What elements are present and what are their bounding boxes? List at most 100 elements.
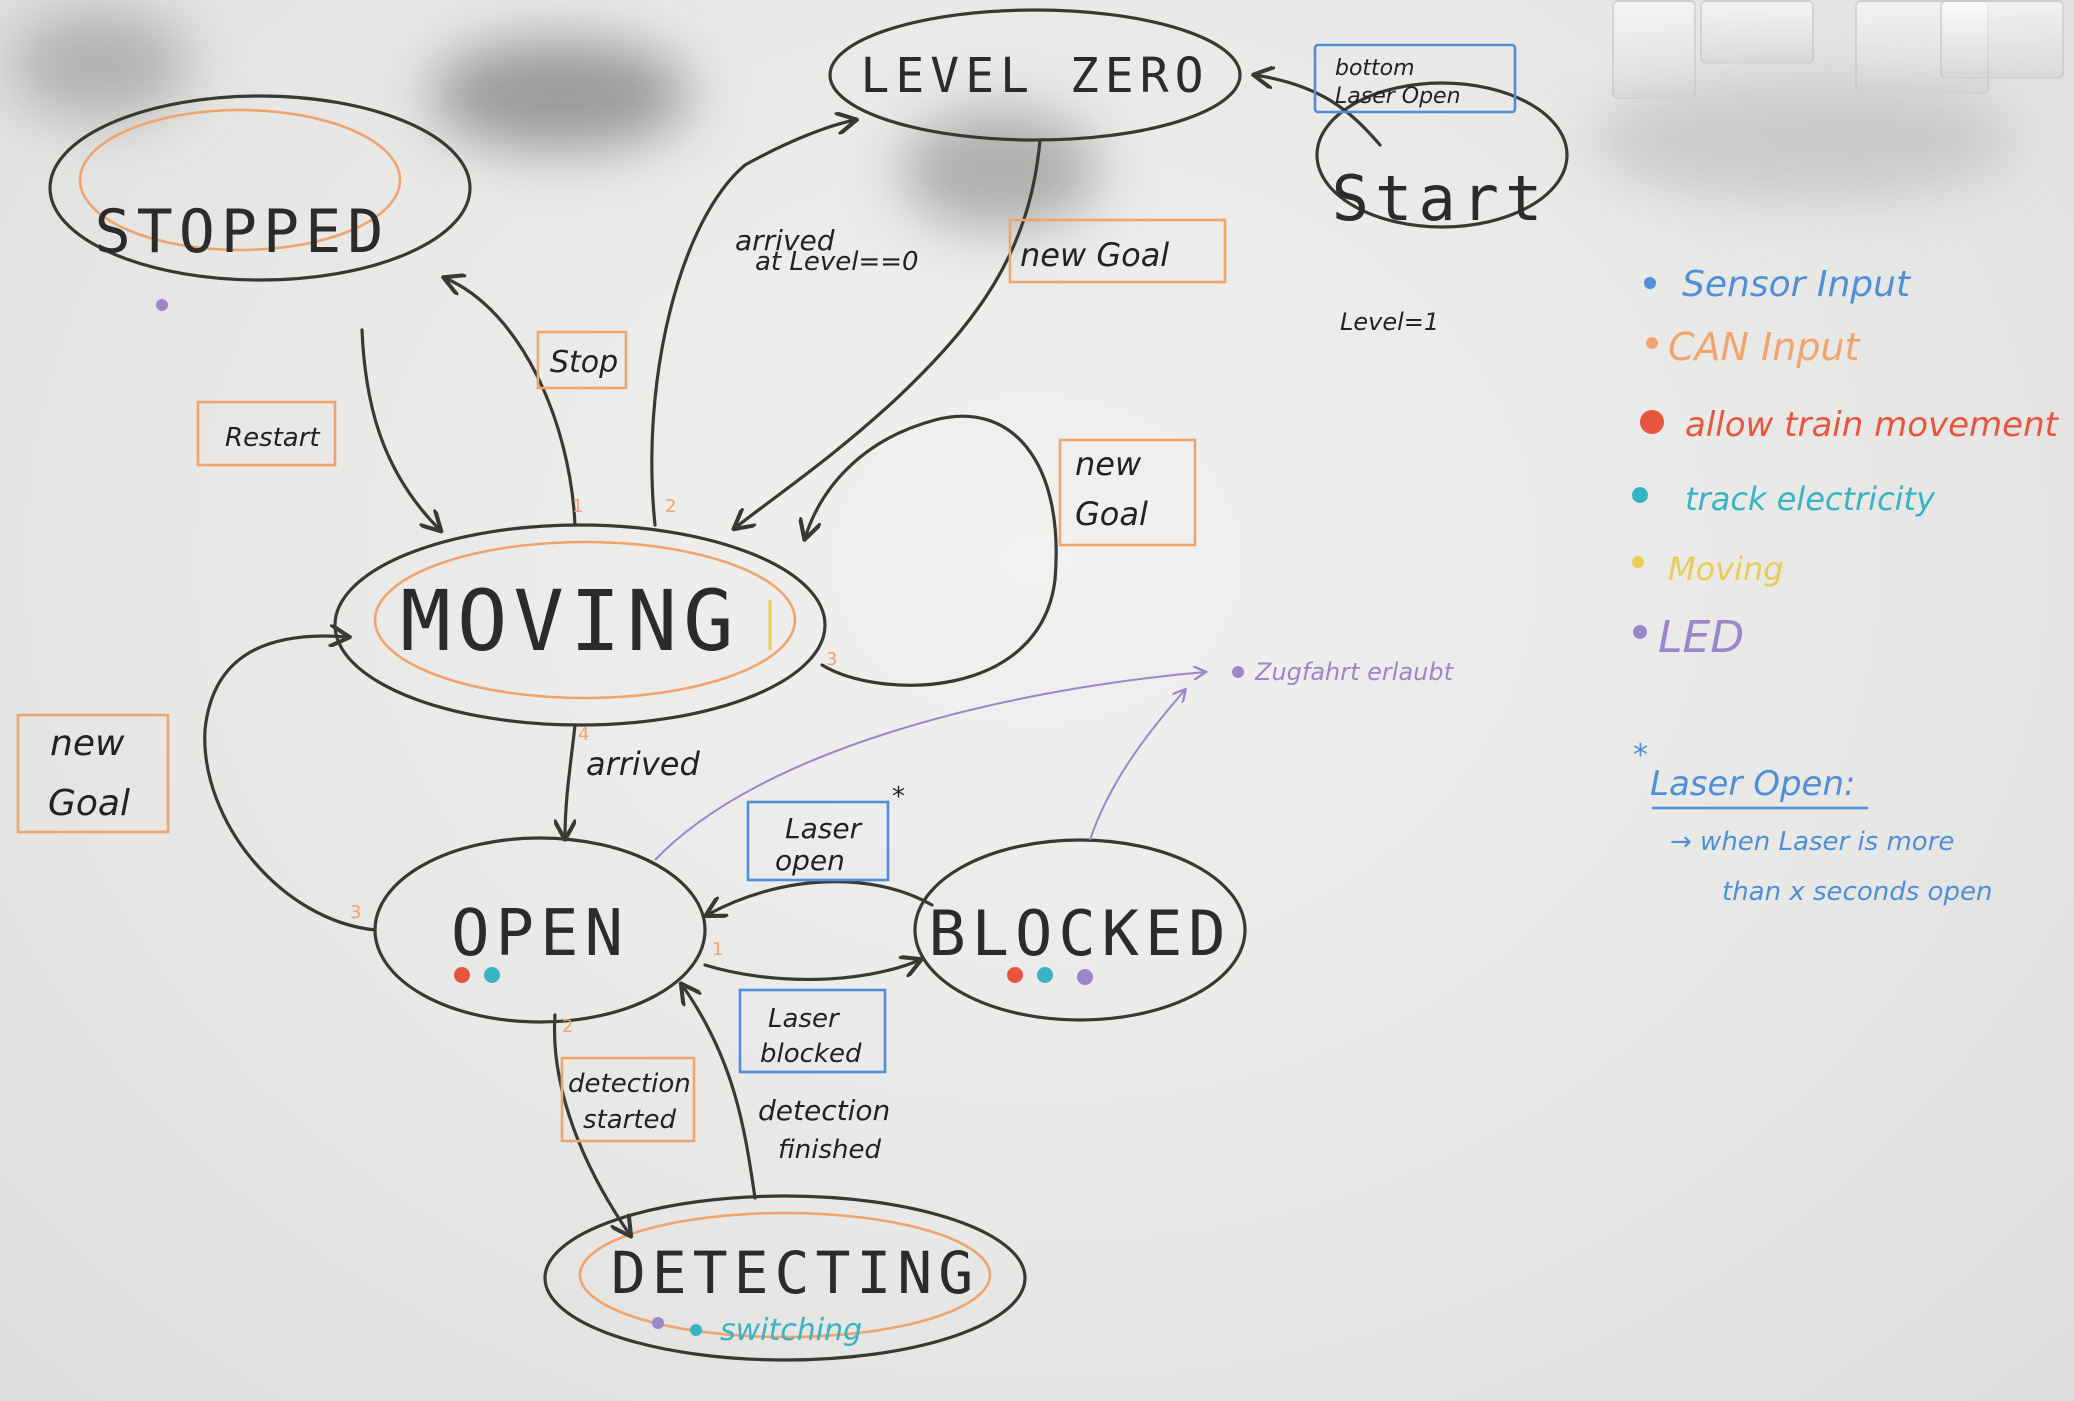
legend-allow: allow train movement bbox=[1685, 405, 2060, 445]
track-electricity-dot bbox=[1037, 967, 1053, 983]
state-moving-label: MOVING bbox=[400, 572, 739, 670]
new-goal-self-label-1: new bbox=[1075, 445, 1142, 483]
label-box bbox=[738, 988, 887, 1074]
edge-stopped-to-moving bbox=[360, 328, 440, 530]
bottom-laser-open-label-1: bottom bbox=[1335, 56, 1415, 81]
state-stopped-label: STOPPED bbox=[95, 197, 390, 267]
legend-dot-moving bbox=[1632, 556, 1644, 568]
label-box bbox=[16, 713, 170, 834]
transition-number: 1 bbox=[572, 496, 583, 517]
track-electricity-dot bbox=[484, 967, 500, 983]
star-mark: * bbox=[892, 782, 905, 812]
state-level-zero: LEVEL ZERO bbox=[828, 8, 1242, 142]
legend-dot-track bbox=[1632, 487, 1648, 503]
laser-blocked-label-2: blocked bbox=[760, 1039, 862, 1069]
transition-number: 2 bbox=[665, 496, 676, 517]
edge-blocked-to-zugfahrt bbox=[1089, 690, 1185, 841]
state-detecting: DETECTING switching bbox=[543, 1194, 1027, 1362]
legend-dot-can bbox=[1646, 337, 1658, 349]
label-box bbox=[1313, 43, 1517, 114]
detection-started-label-1: detection bbox=[568, 1069, 691, 1099]
detection-finished-label-2: finished bbox=[778, 1135, 882, 1165]
note-title: Laser Open: bbox=[1650, 764, 1855, 804]
state-start-label: Start bbox=[1332, 162, 1549, 235]
arrived-level-zero-label-1: arrived bbox=[735, 224, 835, 257]
laser-open-note: * Laser Open: → when Laser is more than … bbox=[1633, 738, 1992, 907]
note-star: * bbox=[1633, 738, 1648, 773]
legend-dot-led bbox=[1633, 625, 1647, 639]
led-dot bbox=[652, 1317, 664, 1329]
transition-number: 1 bbox=[712, 939, 723, 960]
detection-started-label-2: started bbox=[583, 1105, 677, 1135]
note-line-2: than x seconds open bbox=[1722, 877, 1992, 907]
label-box bbox=[746, 800, 890, 882]
transition-number: 4 bbox=[578, 724, 589, 745]
legend-moving: Moving bbox=[1668, 550, 1784, 588]
state-blocked: BLOCKED bbox=[913, 838, 1247, 1022]
label-box bbox=[560, 1056, 696, 1143]
restart-label: Restart bbox=[225, 423, 320, 453]
state-detecting-sub-label: switching bbox=[720, 1313, 862, 1348]
transition-number: 3 bbox=[350, 902, 361, 923]
label-box bbox=[1008, 218, 1227, 284]
level-init-label: Level=1 bbox=[1340, 308, 1439, 336]
label-box bbox=[196, 400, 337, 467]
edge-open-to-blocked bbox=[703, 960, 920, 982]
edge-level-zero-to-moving bbox=[735, 138, 1042, 528]
legend: Sensor Input CAN Input allow train movem… bbox=[1632, 264, 2060, 663]
shadow-smudge bbox=[430, 40, 690, 150]
new-goal-left-label-2: Goal bbox=[48, 783, 130, 824]
state-moving: MOVING bbox=[333, 523, 827, 727]
edge-start-to-level-zero bbox=[1255, 75, 1382, 147]
laser-open-label-1: Laser bbox=[785, 812, 863, 845]
transition-number: 3 bbox=[826, 649, 837, 670]
edge-detecting-to-open bbox=[682, 985, 757, 1200]
zugfahrt-label: Zugfahrt erlaubt bbox=[1254, 658, 1455, 686]
state-blocked-label: BLOCKED bbox=[928, 897, 1231, 970]
state-start: Start bbox=[1315, 81, 1569, 235]
transition-number: 2 bbox=[562, 1016, 573, 1037]
bottom-laser-open-label-2: Laser Open bbox=[1335, 84, 1461, 109]
shadow-smudge bbox=[1590, 80, 2010, 200]
edge-blocked-to-open bbox=[707, 880, 934, 915]
legend-dot-allow bbox=[1640, 410, 1664, 434]
note-line-1: → when Laser is more bbox=[1670, 827, 1954, 857]
shadow-smudge bbox=[10, 10, 190, 120]
allow-movement-dot bbox=[454, 967, 470, 983]
edge-moving-to-stopped bbox=[445, 278, 577, 527]
stop-label: Stop bbox=[550, 345, 618, 380]
label-box bbox=[1058, 438, 1197, 547]
legend-dot-sensor bbox=[1644, 277, 1656, 289]
led-dot bbox=[156, 299, 168, 311]
edge-open-to-detecting bbox=[552, 1013, 630, 1235]
laser-open-label-2: open bbox=[775, 844, 845, 877]
led-dot bbox=[1077, 969, 1093, 985]
state-level-zero-label: LEVEL ZERO bbox=[861, 48, 1210, 104]
track-electricity-dot bbox=[690, 1324, 702, 1336]
label-box bbox=[536, 330, 628, 390]
allow-movement-dot bbox=[1007, 967, 1023, 983]
transition-numbers: 1 2 3 4 3 1 2 bbox=[350, 496, 837, 1037]
legend-led: LED bbox=[1658, 612, 1744, 663]
state-open: OPEN bbox=[373, 836, 707, 1024]
state-stopped: STOPPED bbox=[48, 94, 472, 311]
led-dot bbox=[1232, 666, 1244, 678]
state-detecting-label: DETECTING bbox=[611, 1239, 979, 1307]
edge-moving-self-loop bbox=[805, 414, 1058, 687]
glass-decoration bbox=[1940, 0, 2064, 79]
new-goal-left-label-1: new bbox=[50, 723, 125, 764]
edge-open-to-moving bbox=[203, 636, 377, 932]
edge-moving-to-level-zero bbox=[650, 120, 855, 527]
new-goal-self-label-2: Goal bbox=[1075, 495, 1148, 533]
arrived-label: arrived bbox=[586, 745, 700, 783]
laser-blocked-label-1: Laser bbox=[768, 1004, 841, 1034]
arrived-level-zero-label-2: at Level==0 bbox=[755, 247, 919, 277]
shadow-smudge bbox=[900, 110, 1100, 230]
glass-decoration bbox=[1612, 0, 1696, 99]
edge-moving-to-open bbox=[565, 723, 577, 838]
legend-track: track electricity bbox=[1685, 480, 1936, 518]
glass-decoration bbox=[1700, 0, 1814, 64]
legend-can: CAN Input bbox=[1668, 325, 1862, 369]
